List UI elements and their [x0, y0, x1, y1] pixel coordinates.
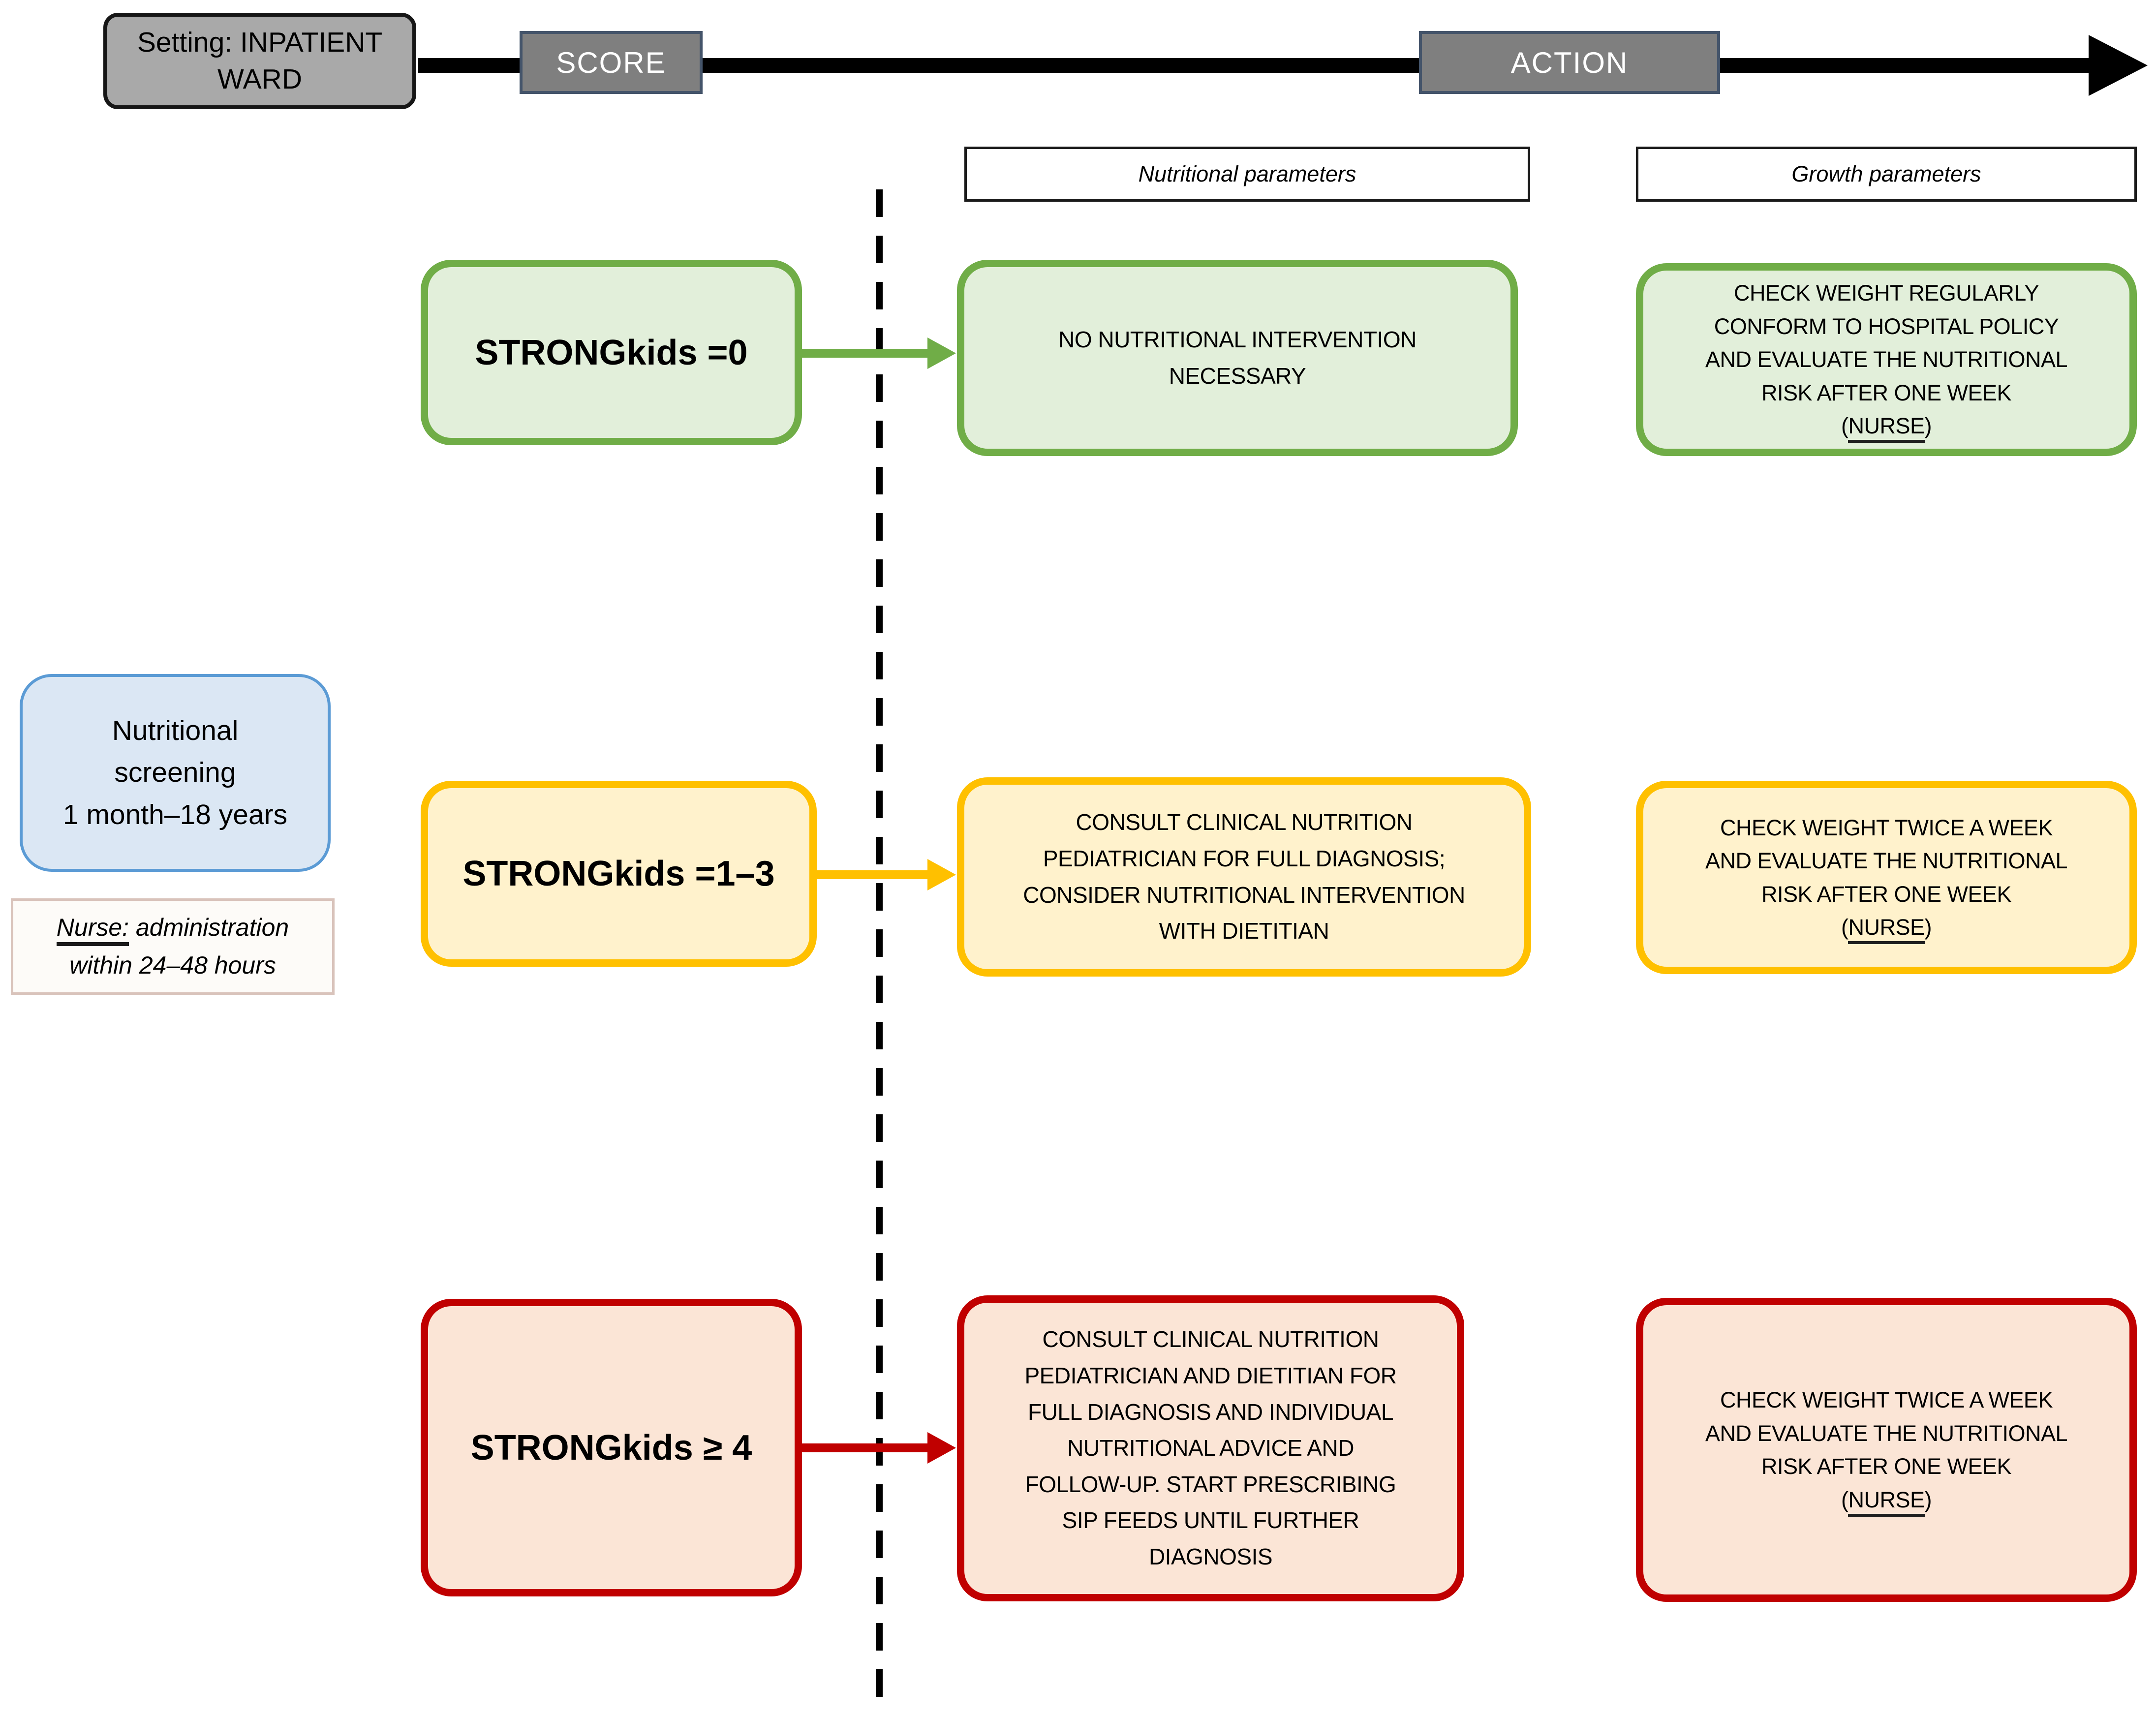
- action-line: DIAGNOSIS: [1148, 1543, 1273, 1569]
- action-line: CONSULT CLINICAL NUTRITION: [1042, 1326, 1379, 1352]
- actor-line: (NURSE): [1841, 911, 1932, 944]
- setting-box: Setting: INPATIENT WARD: [103, 13, 416, 109]
- action-line: CONSULT CLINICAL NUTRITION: [1076, 809, 1413, 835]
- action-line: RISK AFTER ONE WEEK: [1761, 380, 2012, 405]
- action-line: CONFORM TO HOSPITAL POLICY: [1714, 313, 2059, 339]
- screening-line: screening: [114, 757, 236, 789]
- nurse-note-lead: Nurse:: [56, 913, 129, 946]
- score-label: STRONGkids =1–3: [462, 854, 775, 893]
- paren: ): [1924, 1487, 1932, 1512]
- action-line: AND EVALUATE THE NUTRITIONAL: [1705, 848, 2068, 873]
- action-line: CHECK WEIGHT TWICE A WEEK: [1720, 1387, 2053, 1412]
- growth-action-box-high-risk: CHECK WEIGHT TWICE A WEEK AND EVALUATE T…: [1636, 1298, 2137, 1602]
- action-phase-pill: ACTION: [1419, 31, 1720, 94]
- actor-name: NURSE: [1848, 915, 1925, 944]
- score-phase-label: SCORE: [556, 46, 666, 79]
- action-line: FULL DIAGNOSIS AND INDIVIDUAL: [1028, 1399, 1393, 1425]
- score-box-strongkids-4-plus: STRONGkids ≥ 4: [421, 1299, 802, 1596]
- column-header-growth-parameters: Growth parameters: [1636, 147, 2137, 202]
- action-line: AND EVALUATE THE NUTRITIONAL: [1705, 1420, 2068, 1446]
- paren: (: [1841, 915, 1848, 940]
- action-phase-label: ACTION: [1510, 46, 1629, 79]
- action-line: CHECK WEIGHT TWICE A WEEK: [1720, 815, 2053, 840]
- action-line: WITH DIETITIAN: [1159, 918, 1329, 944]
- row-arrow-head-icon: [927, 859, 956, 890]
- nutritional-action-box-low-risk: NO NUTRITIONAL INTERVENTION NECESSARY: [957, 260, 1518, 456]
- row-arrow-line: [801, 1443, 929, 1452]
- row-arrow-head-icon: [927, 337, 956, 369]
- nurse-note-line: Nurse: administration: [56, 909, 289, 947]
- column-header-nutritional-label: Nutritional parameters: [1138, 161, 1356, 186]
- action-line: AND EVALUATE THE NUTRITIONAL: [1705, 347, 2068, 372]
- action-line: CHECK WEIGHT REGULARLY: [1734, 280, 2039, 306]
- phase-divider-dashed-line: [876, 189, 883, 1705]
- paren: (: [1841, 1487, 1848, 1512]
- paren: ): [1924, 413, 1932, 439]
- action-line: RISK AFTER ONE WEEK: [1761, 1454, 2012, 1479]
- nurse-note-line: within 24–48 hours: [69, 951, 276, 979]
- nurse-note-rest: administration: [135, 913, 289, 941]
- score-box-strongkids-1-3: STRONGkids =1–3: [421, 781, 817, 967]
- action-line: NECESSARY: [1169, 363, 1306, 389]
- actor-line: (NURSE): [1841, 1483, 1932, 1517]
- row-arrow-head-icon: [927, 1432, 956, 1464]
- paren: (: [1841, 413, 1848, 439]
- score-phase-pill: SCORE: [520, 31, 703, 94]
- action-line: NO NUTRITIONAL INTERVENTION: [1058, 326, 1417, 352]
- score-label: STRONGkids =0: [475, 333, 748, 372]
- paren: ): [1924, 915, 1932, 940]
- nutritional-screening-box: Nutritional screening 1 month–18 years: [20, 674, 331, 872]
- action-line: PEDIATRICIAN FOR FULL DIAGNOSIS;: [1043, 845, 1446, 871]
- row-arrow-line: [814, 870, 929, 879]
- screening-line: 1 month–18 years: [62, 798, 288, 830]
- nutritional-action-box-high-risk: CONSULT CLINICAL NUTRITION PEDIATRICIAN …: [957, 1295, 1464, 1601]
- actor-line: (NURSE): [1841, 409, 1932, 443]
- action-line: PEDIATRICIAN AND DIETITIAN FOR: [1024, 1363, 1397, 1389]
- growth-action-box-medium-risk: CHECK WEIGHT TWICE A WEEK AND EVALUATE T…: [1636, 781, 2137, 974]
- column-header-growth-label: Growth parameters: [1791, 161, 1981, 186]
- score-box-strongkids-0: STRONGkids =0: [421, 260, 802, 445]
- action-line: NUTRITIONAL ADVICE AND: [1067, 1435, 1354, 1461]
- action-line: FOLLOW-UP. START PRESCRIBING: [1025, 1471, 1396, 1497]
- timeline-arrow-head-icon: [2089, 35, 2148, 96]
- screening-line: Nutritional: [112, 714, 239, 746]
- growth-action-box-low-risk: CHECK WEIGHT REGULARLY CONFORM TO HOSPIT…: [1636, 263, 2137, 456]
- nutritional-action-box-medium-risk: CONSULT CLINICAL NUTRITION PEDIATRICIAN …: [957, 777, 1531, 977]
- actor-name: NURSE: [1848, 1487, 1925, 1517]
- setting-label: Setting: INPATIENT WARD: [137, 26, 383, 95]
- row-arrow-line: [801, 349, 929, 358]
- score-label: STRONGkids ≥ 4: [470, 1428, 752, 1468]
- action-line: RISK AFTER ONE WEEK: [1761, 881, 2012, 907]
- nurse-administration-note: Nurse: administration within 24–48 hours: [11, 898, 335, 995]
- action-line: CONSIDER NUTRITIONAL INTERVENTION: [1023, 882, 1465, 908]
- action-line: SIP FEEDS UNTIL FURTHER: [1062, 1507, 1359, 1533]
- actor-name: NURSE: [1848, 413, 1925, 443]
- column-header-nutritional-parameters: Nutritional parameters: [964, 147, 1530, 202]
